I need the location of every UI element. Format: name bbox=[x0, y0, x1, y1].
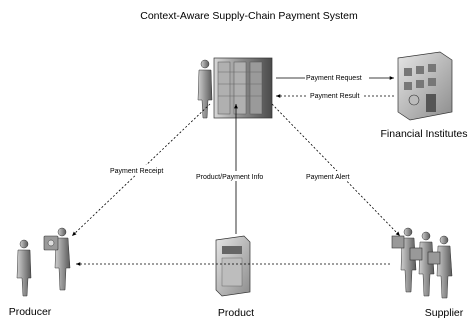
label-payment-alert: Payment Alert bbox=[306, 174, 350, 181]
label-product: Product bbox=[217, 307, 255, 319]
product-device-icon bbox=[215, 235, 251, 297]
label-producer: Producer bbox=[8, 306, 52, 318]
label-payment-receipt: Payment Receipt bbox=[110, 168, 163, 175]
label-supplier: Supplier bbox=[424, 307, 464, 319]
financial-institute-building-icon bbox=[397, 51, 453, 121]
edge-payment-alert bbox=[271, 103, 401, 237]
supplier-icon bbox=[391, 227, 453, 299]
diagram-title: Context-Aware Supply-Chain Payment Syste… bbox=[140, 10, 358, 22]
payment-system-server-icon bbox=[197, 57, 273, 119]
label-product-payment-info: Product/Payment Info bbox=[196, 174, 263, 181]
label-payment-request: Payment Request bbox=[306, 75, 362, 82]
label-financial-institutes: Financial Institutes bbox=[380, 128, 468, 140]
label-payment-result: Payment Result bbox=[310, 93, 359, 100]
producer-icon bbox=[16, 227, 71, 297]
